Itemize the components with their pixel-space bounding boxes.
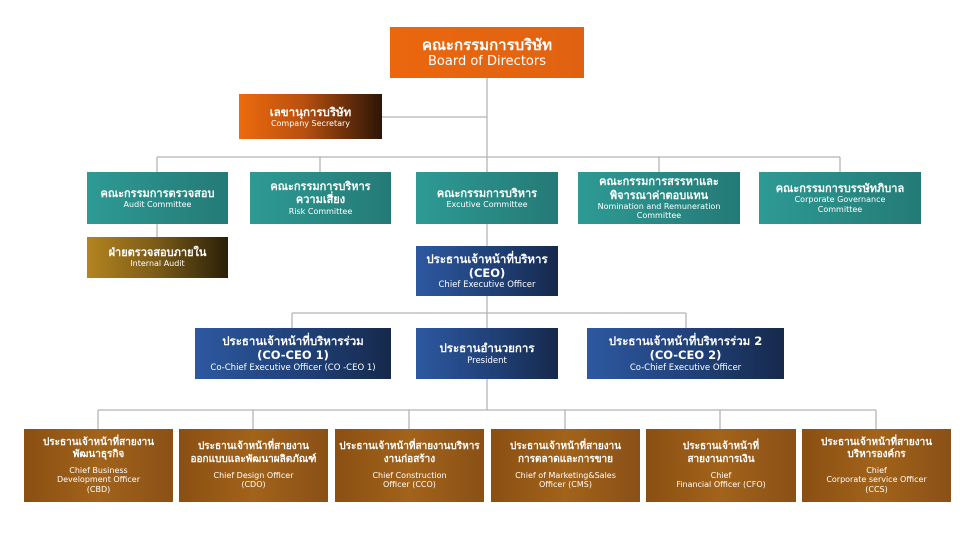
chief-cdo-box: ประธานเจ้าหน้าที่สายงาน ออกแบบและพัฒนาผล… bbox=[179, 429, 328, 502]
chief-cbd-box: ประธานเจ้าหน้าที่สายงาน พัฒนาธุรกิจ Chie… bbox=[24, 429, 173, 502]
committee-th-label: คณะกรรมการสรรหาและ พิจารณาค่าตอบแทน bbox=[599, 175, 719, 202]
executive-en-label: Co-Chief Executive Officer (CO -CEO 1) bbox=[210, 362, 376, 373]
chief-en-label: Chief Business Development Officer (CBD) bbox=[56, 466, 141, 494]
executive-committee-box: คณะกรรมการบริหาร Excutive Committee bbox=[416, 172, 558, 224]
chief-cco-box: ประธานเจ้าหน้าที่สายงานบริหาร งานก่อสร้า… bbox=[335, 429, 484, 502]
secretary-en-label: Company Secretary bbox=[270, 118, 351, 128]
ceo-box: ประธานเจ้าหน้าที่บริหาร (CEO) Chief Exec… bbox=[416, 246, 558, 296]
executive-en-label: Co-Chief Executive Officer bbox=[629, 362, 742, 373]
internal-audit-th-label: ฝ่ายตรวจสอบภายใน bbox=[108, 246, 207, 260]
chief-th-label: ประธานเจ้าหน้าที่ สายงานการเงิน bbox=[682, 441, 760, 465]
chief-th-label: ประธานเจ้าหน้าที่สายงานบริหาร งานก่อสร้า… bbox=[339, 441, 480, 465]
board-th-label: คณะกรรมการบริษัท bbox=[421, 35, 552, 54]
ceo-th-label: ประธานเจ้าหน้าที่บริหาร (CEO) bbox=[426, 251, 548, 280]
committee-en-label: Excutive Committee bbox=[446, 199, 528, 209]
board-en-label: Board of Directors bbox=[428, 53, 546, 69]
chief-en-label: Chief Corporate service Officer (CCS) bbox=[826, 466, 927, 494]
internal-audit-en-label: Internal Audit bbox=[130, 259, 185, 269]
chief-en-label: Chief Design Officer (CDO) bbox=[213, 470, 294, 490]
ceo-en-label: Chief Executive Officer bbox=[438, 280, 536, 290]
committee-th-label: คณะกรรมการบริหาร bbox=[436, 186, 538, 200]
executive-th-label: ประธานอำนวยการ bbox=[439, 341, 535, 356]
executive-en-label: President bbox=[467, 355, 507, 366]
chief-en-label: Chief Financial Officer (CFO) bbox=[676, 470, 766, 490]
chief-cms-box: ประธานเจ้าหน้าที่สายงาน การตลาดและการขาย… bbox=[491, 429, 640, 502]
chief-th-label: ประธานเจ้าหน้าที่สายงาน พัฒนาธุรกิจ bbox=[42, 436, 155, 460]
chief-th-label: ประธานเจ้าหน้าที่สายงาน การตลาดและการขาย bbox=[509, 441, 622, 465]
co-ceo-1-box: ประธานเจ้าหน้าที่บริหารร่วม (CO-CEO 1) C… bbox=[195, 328, 391, 379]
executive-th-label: ประธานเจ้าหน้าที่บริหารร่วม (CO-CEO 1) bbox=[222, 334, 364, 363]
audit-committee-box: คณะกรรมการตรวจสอบ Audit Committee bbox=[87, 172, 228, 224]
co-ceo-2-box: ประธานเจ้าหน้าที่บริหารร่วม 2 (CO-CEO 2)… bbox=[587, 328, 784, 379]
risk-committee-box: คณะกรรมการบริหาร ความเสี่ยง Risk Committ… bbox=[250, 172, 391, 224]
committee-th-label: คณะกรรมการตรวจสอบ bbox=[100, 186, 215, 200]
chief-ccs-box: ประธานเจ้าหน้าที่สายงาน บริหารองค์กร Chi… bbox=[802, 429, 951, 502]
chief-en-label: Chief of Marketing&Sales Officer (CMS) bbox=[515, 470, 616, 490]
president-box: ประธานอำนวยการ President bbox=[416, 328, 558, 379]
committee-en-label: Audit Committee bbox=[123, 199, 192, 209]
committee-th-label: คณะกรรมการบริหาร ความเสี่ยง bbox=[270, 179, 371, 207]
committee-en-label: Risk Committee bbox=[288, 206, 353, 216]
committee-en-label: Nomination and Remuneration Committee bbox=[597, 201, 721, 221]
internal-audit-box: ฝ่ายตรวจสอบภายใน Internal Audit bbox=[87, 237, 228, 278]
committee-en-label: Corporate Governance Committee bbox=[794, 195, 886, 214]
governance-committee-box: คณะกรรมการบรรษัทภิบาล Corporate Governan… bbox=[759, 172, 921, 224]
chief-th-label: ประธานเจ้าหน้าที่สายงาน ออกแบบและพัฒนาผล… bbox=[190, 441, 317, 465]
chief-en-label: Chief Construction Officer (CCO) bbox=[372, 470, 447, 490]
board-of-directors-box: คณะกรรมการบริษัท Board of Directors bbox=[390, 27, 584, 78]
secretary-th-label: เลขานุการบริษัท bbox=[269, 104, 352, 119]
nomination-committee-box: คณะกรรมการสรรหาและ พิจารณาค่าตอบแทน Nomi… bbox=[578, 172, 740, 224]
company-secretary-box: เลขานุการบริษัท Company Secretary bbox=[239, 94, 382, 139]
chief-th-label: ประธานเจ้าหน้าที่สายงาน บริหารองค์กร bbox=[820, 436, 933, 460]
committee-th-label: คณะกรรมการบรรษัทภิบาล bbox=[775, 181, 905, 195]
executive-th-label: ประธานเจ้าหน้าที่บริหารร่วม 2 (CO-CEO 2) bbox=[608, 334, 763, 363]
chief-cfo-box: ประธานเจ้าหน้าที่ สายงานการเงิน Chief Fi… bbox=[646, 429, 796, 502]
